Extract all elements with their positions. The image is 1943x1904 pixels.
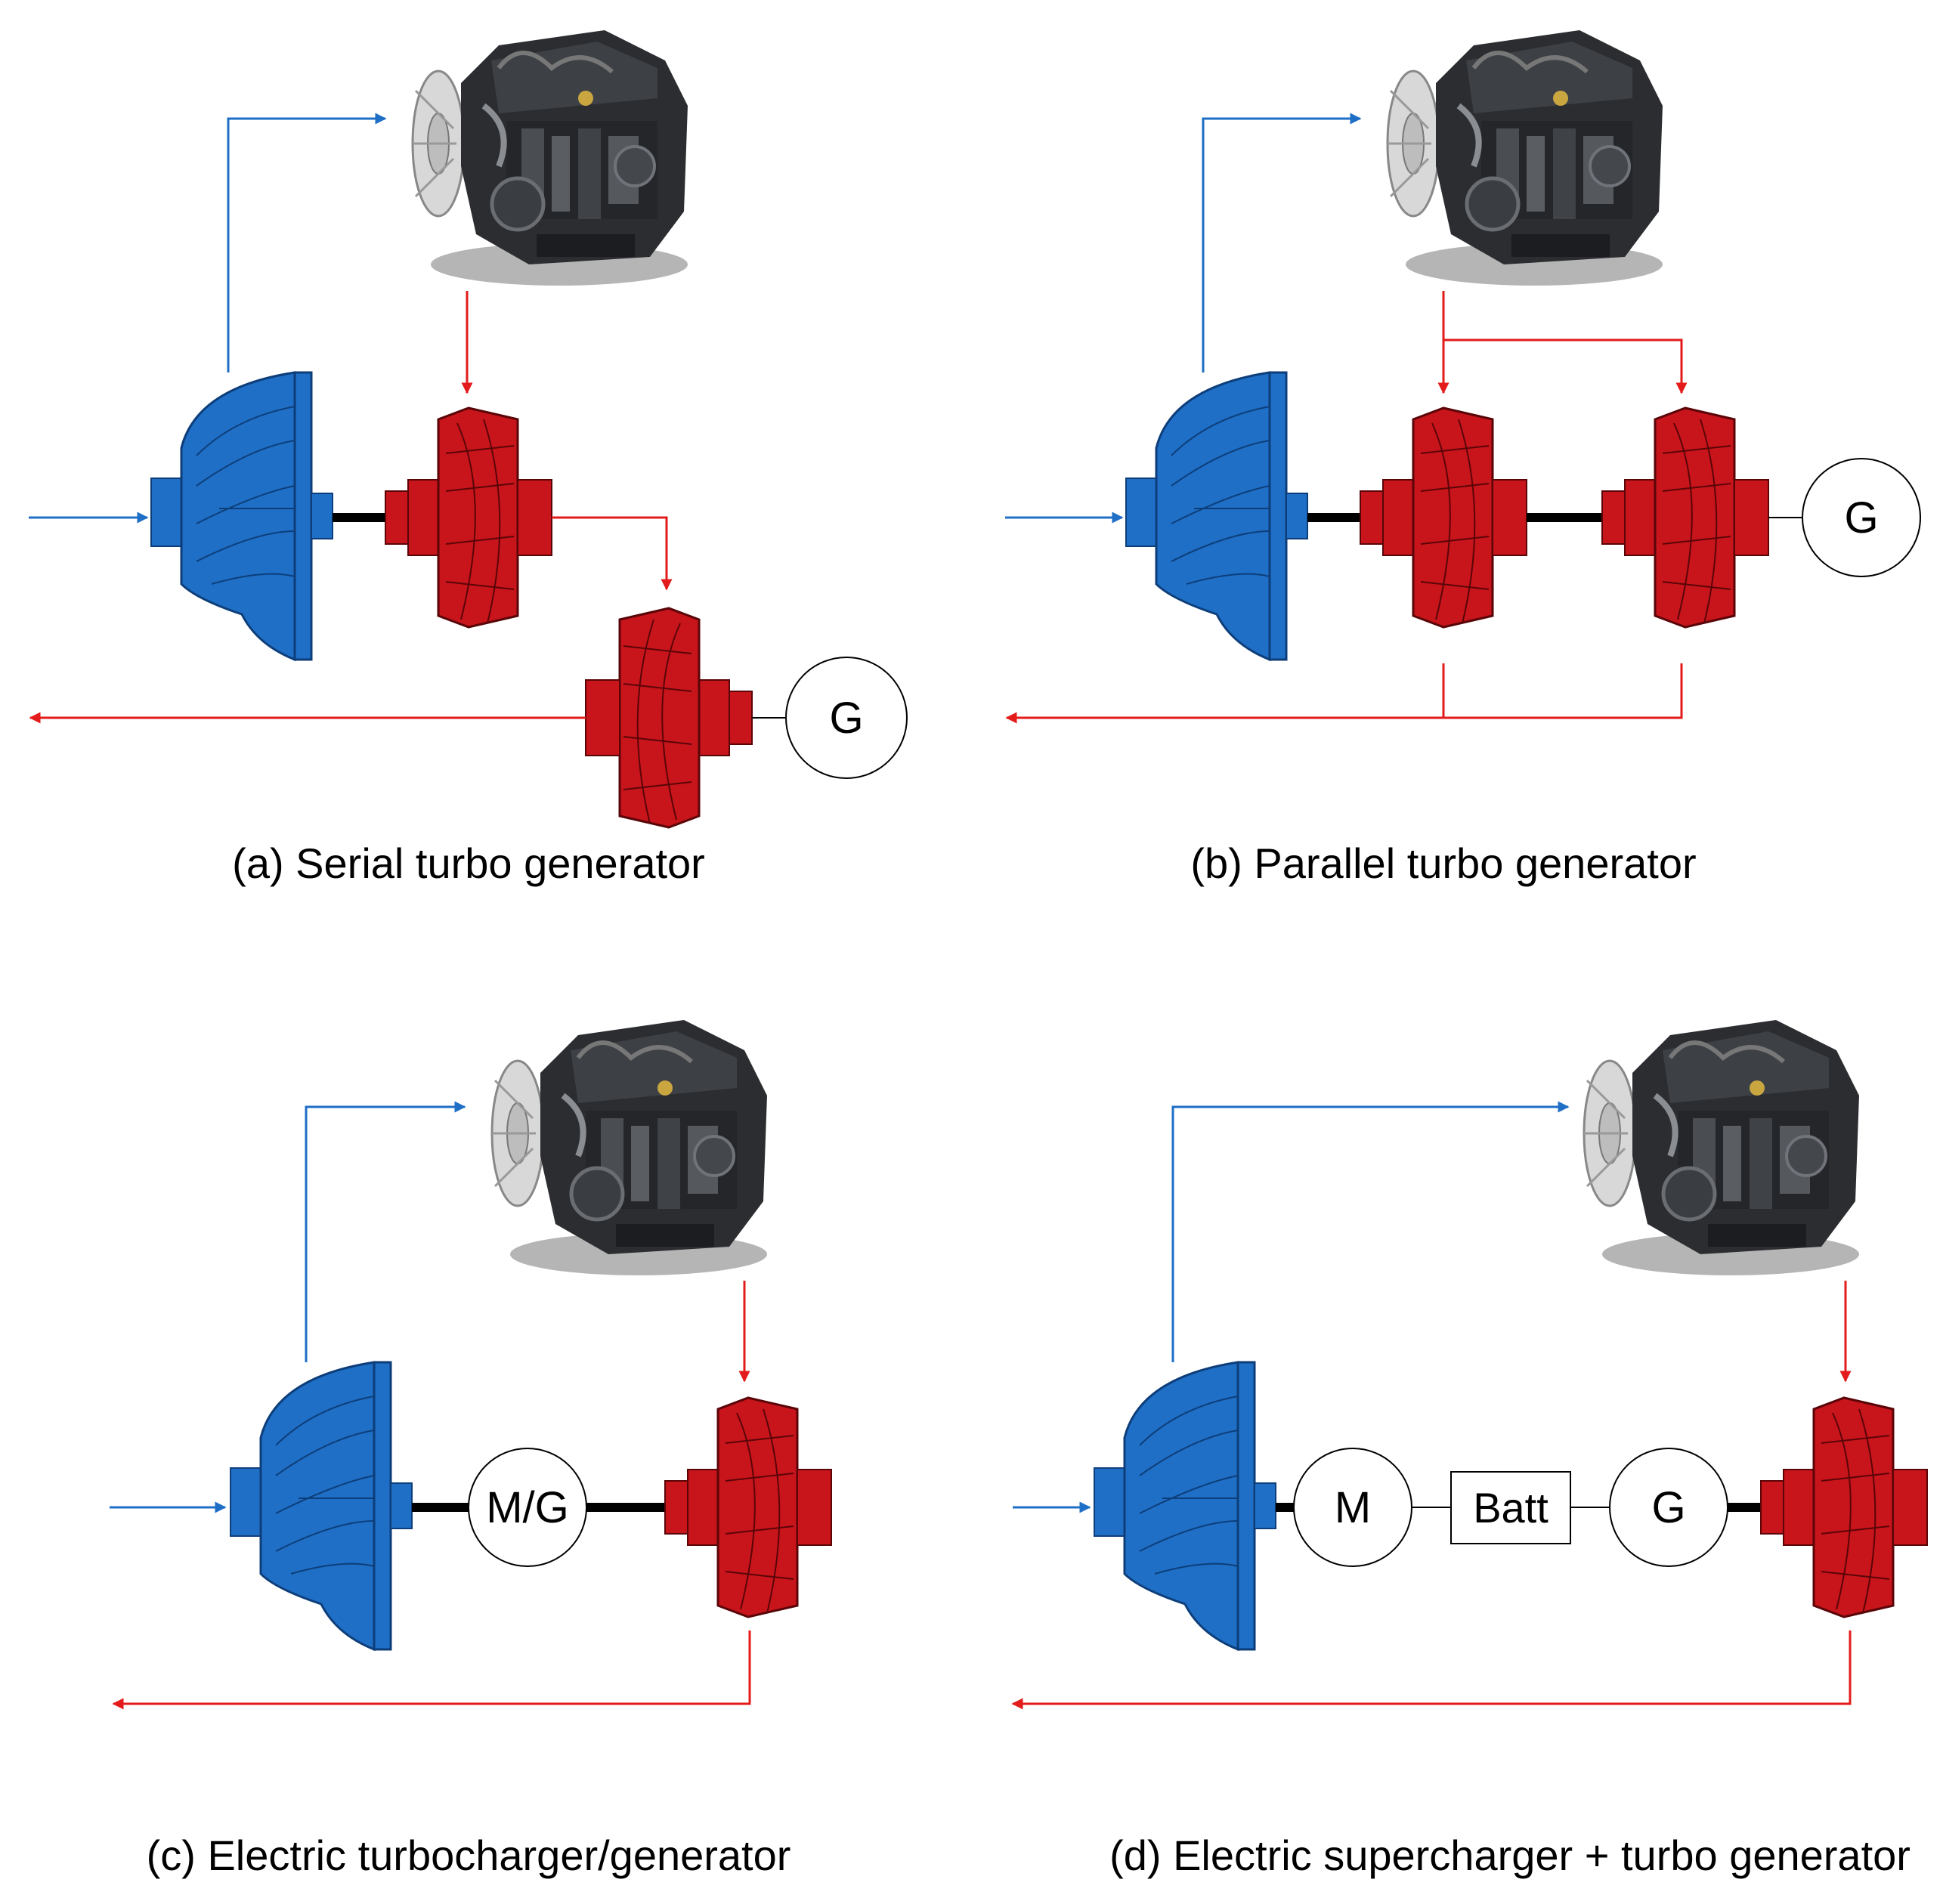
compressor-wheel-icon [229, 1361, 413, 1651]
exhaust-outlet-arrow [112, 1630, 751, 1710]
turbine-wheel-icon [1601, 406, 1770, 629]
generator-label: G [1844, 493, 1878, 542]
caption-d: (d) Electric supercharger + turbo genera… [1109, 1831, 1911, 1879]
charge-air-arrow [305, 1101, 466, 1362]
turbine-wheel-icon [584, 607, 753, 829]
engine-icon [413, 30, 688, 286]
caption-c: (c) Electric turbocharger/generator [147, 1831, 791, 1879]
compressor-wheel-icon [1093, 1361, 1277, 1651]
turbine-wheel-icon [664, 1396, 833, 1618]
panel-a: G (a) Serial turbo generator [29, 30, 908, 887]
engine-icon [492, 1020, 767, 1275]
caption-a: (a) Serial turbo generator [232, 839, 705, 887]
generator-label: G [829, 694, 863, 743]
motor-generator-label: M/G [486, 1483, 569, 1532]
motor-label: M [1335, 1483, 1371, 1532]
engine-icon [1584, 1020, 1859, 1275]
turbine-wheel-icon [1359, 406, 1528, 629]
generator-icon [785, 657, 908, 779]
charge-air-arrow [1202, 113, 1362, 372]
engine-icon [1388, 30, 1663, 286]
generator-icon [1802, 458, 1921, 577]
battery-icon [1450, 1471, 1571, 1544]
exhaust-transfer-arrow [552, 516, 673, 591]
exhaust-outlet-line [1443, 663, 1683, 719]
panel-b: G (b) Parallel turbo generator [1005, 30, 1921, 887]
panel-c: M/G (c) Electric turbocharger/generator [110, 1020, 833, 1879]
caption-b: (b) Parallel turbo generator [1190, 839, 1696, 887]
exhaust-split-arrow [1443, 338, 1688, 394]
turbine-wheel-icon [384, 406, 553, 629]
charge-air-arrow [227, 113, 387, 372]
compressor-wheel-icon [1125, 371, 1309, 661]
charge-air-arrow [1171, 1101, 1570, 1362]
turbine-wheel-icon [1759, 1396, 1929, 1618]
generator-label: G [1651, 1483, 1685, 1532]
compressor-wheel-icon [150, 371, 334, 661]
battery-label: Batt [1473, 1484, 1549, 1532]
exhaust-outlet-arrow [1011, 1630, 1852, 1710]
panel-d: M Batt G (d) Electric supercharger + tur… [1011, 1020, 1929, 1879]
